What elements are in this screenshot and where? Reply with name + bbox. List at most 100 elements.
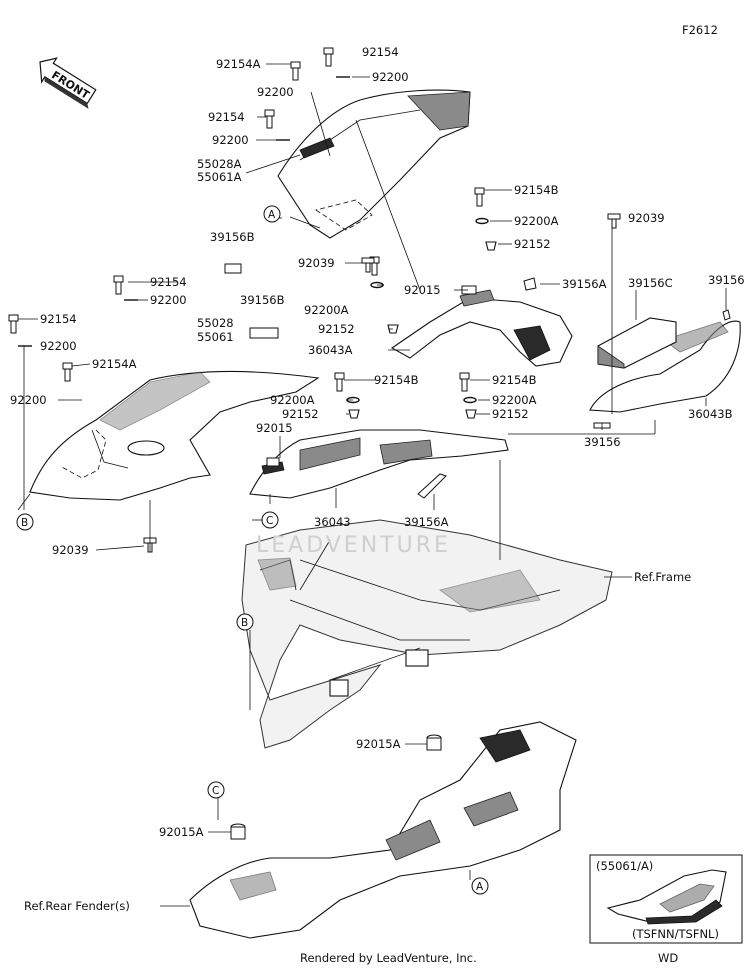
callout-c-lower: C [207,781,225,799]
ref-rear-fender-label: Ref.Rear Fender(s) [24,899,130,913]
svg-text:B: B [21,517,28,529]
seat-bracket-36043 [249,429,509,499]
diagram-code: F2612 [682,23,718,37]
bolt-icon [264,109,275,129]
part-label: 55061A [197,170,242,184]
leader-lines [17,63,727,907]
part-label: 92152 [282,407,319,421]
inset-models: (TSFNN/TSFNL) [632,927,719,941]
part-label: 36043A [308,343,353,357]
part-label: 92154 [150,275,187,289]
svg-text:B: B [241,617,248,629]
part-label: 92200A [270,393,315,407]
part-label: 92154 [208,110,245,124]
watermark: LEADVENTURE [256,533,451,558]
pad-icon [249,327,279,339]
part-label: 92154 [40,312,77,326]
part-label: 92154 [362,45,399,59]
tail-panel-36043B [589,317,741,413]
lower-undertray [189,721,577,939]
svg-text:A: A [268,209,276,221]
part-label: 92200A [492,393,537,407]
pad-icon [224,263,242,274]
nut-icon [465,409,477,419]
front-arrow-icon: FRONT [39,57,97,109]
collar-icon [426,734,442,751]
fasteners [8,47,731,840]
nut-icon [348,409,360,419]
footer-credit: Rendered by LeadVenture, Inc. [300,951,477,965]
part-label: 92200A [514,214,559,228]
part-label: 92154A [92,357,137,371]
callout-a-lower: A [471,877,489,895]
grommet-icon [266,457,280,467]
callout-c-mid: C [261,511,279,529]
part-label: 92015A [356,737,401,751]
washer-icon [475,217,489,225]
part-label: 92154B [374,373,419,387]
clip-icon [523,277,537,291]
collar-icon [230,823,246,840]
inset-box: (55061/A) (TSFNN/TSFNL) WD [589,854,743,965]
part-label: 39156 [708,273,745,287]
part-labels: 92154 92154A 92200 92200 92154 92200 550… [10,45,745,839]
part-label: 39156A [562,277,607,291]
part-label: 55061 [197,330,234,344]
bolt-icon [474,187,485,207]
part-label: 92154B [492,373,537,387]
bolt-icon [323,47,334,67]
clip-icon [722,309,731,321]
part-label: 92152 [318,322,355,336]
part-label: 92154A [216,57,261,71]
inset-caption: WD [658,951,678,965]
rivet-icon [607,213,621,229]
part-label: 92015A [159,825,204,839]
svg-text:A: A [476,881,484,893]
part-label: 92039 [298,256,335,270]
callout-b-frame: B [236,613,254,631]
part-label: 39156C [628,276,673,290]
part-label: 92200 [150,293,187,307]
upper-seat-cowl [277,89,471,239]
part-label: 92015 [404,283,441,297]
callout-b-left: B [16,513,34,531]
seat-bracket-36043A [390,289,573,367]
part-label: 39156 [584,435,621,449]
ref-frame-label: Ref.Frame [634,570,691,584]
part-label: 92152 [514,237,551,251]
frame-illustration [241,519,613,749]
part-label: 55028 [197,316,234,330]
part-label: 92200A [304,303,349,317]
part-label: 92200 [257,85,294,99]
svg-text:C: C [212,785,219,797]
part-label: 36043 [314,515,351,529]
bolt-icon [8,314,19,334]
nut-icon [485,241,497,251]
bolt-icon [113,275,124,295]
callout-a-top: A [263,205,281,223]
part-label: 36043B [688,407,733,421]
bolt-icon [62,362,73,382]
part-label: 39156B [240,293,285,307]
left-side-cowl [29,370,320,501]
part-label: 39156A [404,515,449,529]
part-label: 92200 [40,339,77,353]
washer-icon [463,396,477,404]
part-label: 92039 [628,211,665,225]
bolt-icon [334,372,345,392]
bolt-icon [459,372,470,392]
inset-title: (55061/A) [596,859,653,873]
part-label: 92200 [10,393,47,407]
svg-text:C: C [266,515,273,527]
part-label: 55028A [197,157,242,171]
rivet-icon [361,257,375,273]
part-label: 92152 [492,407,529,421]
part-label: 92200 [372,70,409,84]
part-label: 39156B [210,230,255,244]
part-label: 92200 [212,133,249,147]
pad-icon [417,473,447,499]
part-label: 92154B [514,183,559,197]
bolt-icon [290,61,301,81]
